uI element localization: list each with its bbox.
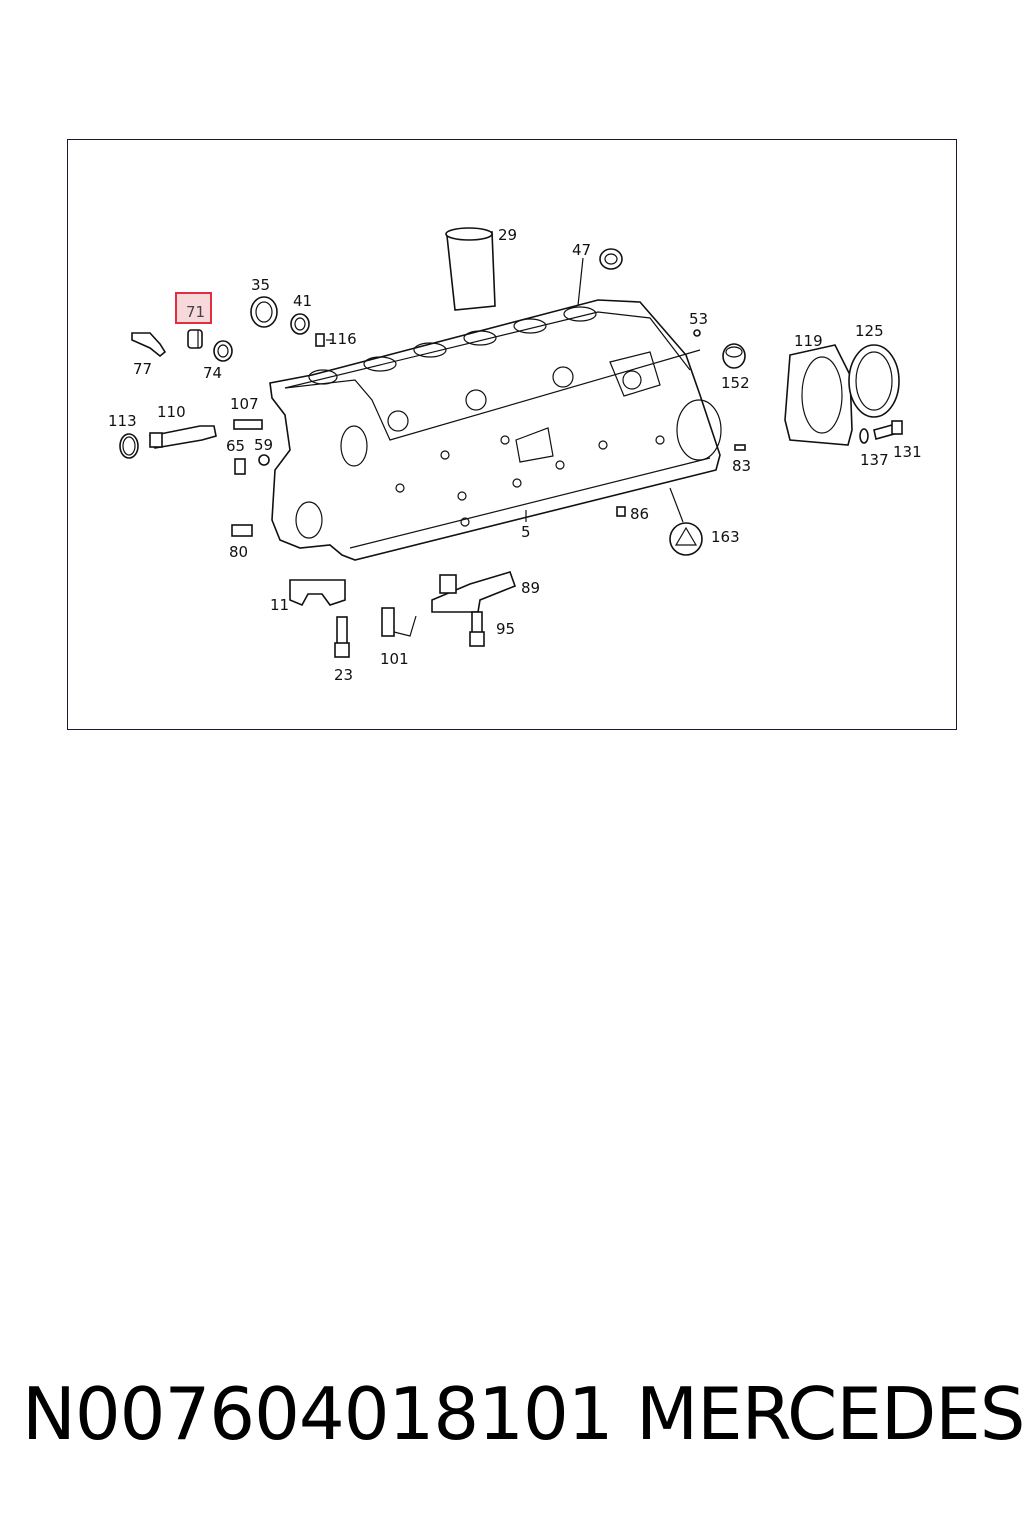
label-11: 11 [270, 596, 289, 614]
label-41: 41 [293, 292, 312, 310]
label-163: 163 [711, 528, 740, 546]
highlight-box [175, 292, 212, 324]
part-pin-107 [233, 419, 263, 430]
label-125: 125 [855, 322, 884, 340]
part-sensor [148, 425, 217, 449]
label-137: 137 [860, 451, 889, 469]
part-small-plug [693, 329, 701, 337]
part-seal [290, 313, 310, 335]
label-152: 152 [721, 374, 750, 392]
label-107: 107 [230, 395, 259, 413]
part-oil-pressure-switch [131, 332, 167, 358]
part-plug-65 [234, 458, 246, 475]
part-engine-block [269, 299, 722, 561]
brand-caption: MERCEDES [636, 1372, 1024, 1456]
engine-block-exploded-diagram: 29 47 35 41 116 53 119 125 71 77 74 152 … [108, 226, 922, 684]
label-65: 65 [226, 437, 245, 455]
part-oil-pump-bracket [431, 571, 517, 613]
part-screw-plug [187, 329, 203, 349]
label-77: 77 [133, 360, 152, 378]
part-ball-59 [258, 454, 270, 466]
label-74: 74 [203, 364, 222, 382]
label-23: 23 [334, 666, 353, 684]
part-o-ring [119, 433, 139, 459]
part-dowel-80 [231, 524, 253, 537]
part-plug [250, 296, 278, 328]
part-cap-bolt [334, 616, 350, 658]
part-cap [722, 343, 746, 369]
part-cover-disc [669, 487, 703, 556]
label-101: 101 [380, 650, 409, 668]
label-80: 80 [229, 543, 248, 561]
label-47: 47 [572, 241, 591, 259]
part-dowel [315, 333, 333, 347]
label-119: 119 [794, 332, 823, 350]
label-53: 53 [689, 310, 708, 328]
label-95: 95 [496, 620, 515, 638]
label-113: 113 [108, 412, 137, 430]
part-washer [859, 428, 869, 444]
label-89: 89 [521, 579, 540, 597]
part-small-plug-86 [616, 506, 626, 517]
part-bearing-cap [289, 579, 346, 607]
label-110: 110 [157, 403, 186, 421]
part-number-caption: N007604018101 [22, 1372, 614, 1456]
part-radial-seal [848, 344, 900, 418]
label-5: 5 [521, 523, 531, 541]
part-pin [734, 444, 746, 451]
label-86: 86 [630, 505, 649, 523]
label-71-highlighted: 71 [186, 303, 205, 321]
part-cylinder-liner [445, 227, 496, 311]
part-bracket-bolt [469, 611, 485, 647]
label-35: 35 [251, 276, 270, 294]
label-29: 29 [498, 226, 517, 244]
label-116: 116 [328, 330, 357, 348]
label-83: 83 [732, 457, 751, 475]
part-bolt [873, 420, 903, 440]
part-sealing-washer [213, 340, 233, 362]
label-59: 59 [254, 436, 273, 454]
part-oil-jet [381, 607, 417, 637]
part-rear-cover [784, 344, 853, 446]
label-131: 131 [893, 443, 922, 461]
